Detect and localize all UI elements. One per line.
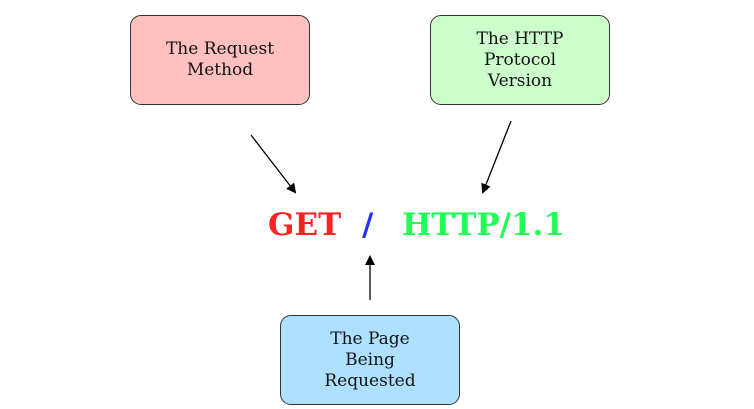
request-method-label: The Request Method [165,39,275,80]
request-method-box: The Request Method [130,15,310,105]
version-arrow [481,120,512,194]
requested-page-box: The Page Being Requested [280,315,460,405]
method-arrow [250,134,297,194]
protocol-version-label: The HTTP Protocol Version [476,28,564,91]
path-token: / [362,207,374,243]
method-token: GET [268,207,342,243]
protocol-version-box: The HTTP Protocol Version [430,15,610,105]
requested-page-label: The Page Being Requested [324,328,416,391]
version-token: HTTP/1.1 [402,207,565,243]
